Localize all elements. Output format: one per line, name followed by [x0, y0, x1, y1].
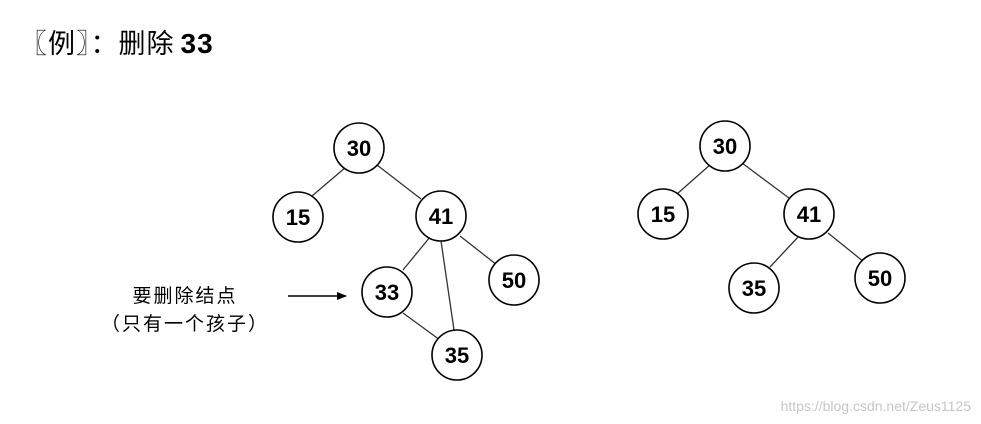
after-node-50: 50 — [854, 252, 906, 304]
edge-41-35 — [440, 240, 455, 331]
annotation-line-2: （只有一个孩子） — [100, 313, 269, 335]
after-node-50-label: 50 — [868, 266, 892, 291]
watermark: https://blog.csdn.net/Zeus1125 — [780, 398, 971, 414]
edge-41-50 — [459, 235, 498, 266]
after-node-15-label: 15 — [651, 202, 675, 227]
tree-before: 30 15 41 33 50 35 — [272, 122, 540, 381]
node-30-label: 30 — [347, 136, 371, 161]
node-33: 33 — [361, 266, 413, 318]
node-50-label: 50 — [502, 268, 526, 293]
delete-annotation: 要删除结点 （只有一个孩子） — [90, 282, 280, 338]
node-15-label: 15 — [286, 205, 310, 230]
after-node-41-label: 41 — [797, 202, 821, 227]
node-15: 15 — [272, 191, 324, 243]
edge-41-33 — [402, 236, 431, 271]
node-41-label: 41 — [429, 204, 453, 229]
annotation-line-1: 要删除结点 — [132, 285, 238, 307]
title-prefix: 〖例〗：删除 — [20, 29, 175, 60]
after-node-41: 41 — [783, 188, 835, 240]
node-33-label: 33 — [375, 280, 399, 305]
after-node-30: 30 — [699, 120, 751, 172]
after-node-35-label: 35 — [742, 276, 766, 301]
edge-after-30-41 — [741, 162, 790, 199]
node-35-label: 35 — [445, 343, 469, 368]
edge-30-15 — [311, 166, 347, 197]
edge-30-41 — [376, 164, 422, 200]
edge-after-41-35 — [769, 235, 800, 268]
after-node-35: 35 — [728, 262, 780, 314]
node-35: 35 — [431, 329, 483, 381]
edge-33-35 — [402, 312, 441, 341]
edge-after-41-50 — [827, 232, 865, 263]
node-30: 30 — [333, 122, 385, 174]
tree-after: 30 15 41 35 50 — [637, 120, 906, 314]
edge-after-30-15 — [676, 163, 712, 195]
title-number: 33 — [180, 28, 214, 59]
node-50: 50 — [488, 254, 540, 306]
node-41: 41 — [415, 190, 467, 242]
after-node-30-label: 30 — [713, 134, 737, 159]
after-node-15: 15 — [637, 188, 689, 240]
